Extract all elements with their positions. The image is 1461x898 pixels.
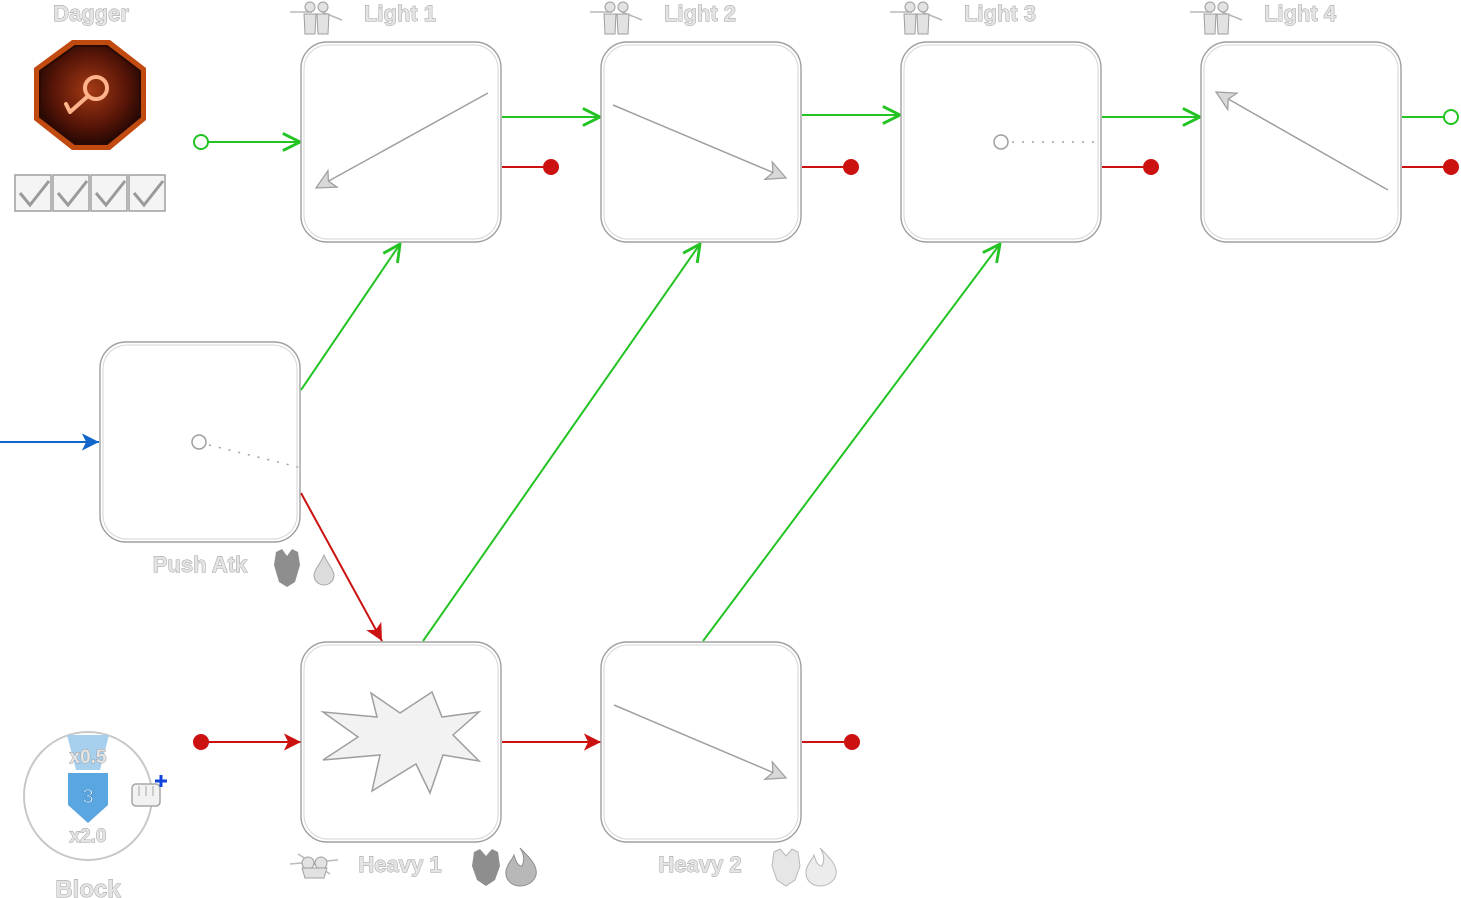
node-light1[interactable]: Light 1 xyxy=(290,1,502,243)
water-drop-icon xyxy=(313,553,335,586)
check-icon xyxy=(52,174,90,212)
check-icon xyxy=(90,174,128,212)
light2-label: Light 2 xyxy=(664,1,736,26)
node-heavy1[interactable]: Heavy 1 xyxy=(289,641,537,887)
arrow-down-right-icon xyxy=(612,104,788,181)
crossed-blades-icon xyxy=(289,853,339,879)
node-light3[interactable]: Light 3 xyxy=(890,1,1102,243)
light4-fail-end xyxy=(1443,159,1459,175)
light3-label: Light 3 xyxy=(964,1,1036,26)
node-light2[interactable]: Light 2 xyxy=(590,1,802,243)
fist-icon xyxy=(131,783,161,807)
light1-label: Light 1 xyxy=(364,1,436,26)
arrow-push-heavy1 xyxy=(300,492,383,642)
plus-icon xyxy=(155,775,167,787)
arrow-heavy1-light2 xyxy=(422,244,700,642)
connections xyxy=(0,109,1459,751)
fire-icon xyxy=(805,847,837,887)
dual-stance-icon xyxy=(590,1,643,35)
heavy2-label: Heavy 2 xyxy=(658,852,741,877)
node-light4[interactable]: Light 4 xyxy=(1190,1,1402,243)
light2-fail-end xyxy=(843,159,859,175)
hold-dotted-icon xyxy=(993,134,1098,150)
starburst-icon xyxy=(320,690,482,795)
light1-fail-end xyxy=(543,159,559,175)
light3-fail-end xyxy=(1143,159,1159,175)
light4-label: Light 4 xyxy=(1264,1,1337,26)
entry-success-node xyxy=(193,134,209,150)
armor-icon xyxy=(771,848,801,887)
light4-success-end xyxy=(1443,109,1459,125)
heavy1-label: Heavy 1 xyxy=(358,852,441,877)
fire-icon xyxy=(505,847,537,887)
arrow-up-left-icon xyxy=(1214,91,1389,191)
armor-icon xyxy=(274,549,300,587)
check-icon xyxy=(14,174,52,212)
dagger-weapon-icon xyxy=(34,40,146,150)
shield-icon xyxy=(68,773,108,823)
node-push[interactable]: Push Atk xyxy=(99,341,335,587)
block-bottom-mult: x2.0 xyxy=(70,826,107,847)
node-heavy2[interactable]: Heavy 2 xyxy=(600,641,837,887)
block-label: Block xyxy=(55,876,121,898)
weapon-name: Dagger xyxy=(53,1,129,26)
hold-dotted-icon xyxy=(191,434,299,468)
push-label: Push Atk xyxy=(153,552,248,577)
check-icon xyxy=(128,174,166,212)
weapon-panel: Dagger xyxy=(14,1,166,212)
block-panel: x0.5 3 x2.0 Block xyxy=(23,731,167,898)
arrow-heavy2-light3 xyxy=(702,244,1000,642)
light1-box[interactable] xyxy=(300,41,502,243)
heavy2-fail-end xyxy=(844,734,860,750)
block-value: 3 xyxy=(82,786,93,808)
dual-stance-icon xyxy=(290,1,343,35)
arrow-down-left-icon xyxy=(314,92,489,189)
block-top-mult: x0.5 xyxy=(70,747,107,768)
arrow-down-right-icon xyxy=(613,704,788,781)
arrow-push-light1 xyxy=(300,244,400,391)
check-row xyxy=(14,174,166,212)
light4-box[interactable] xyxy=(1200,41,1402,243)
shield-fan xyxy=(67,735,109,770)
dual-stance-icon xyxy=(890,1,943,35)
dual-stance-icon xyxy=(1190,1,1243,35)
armor-icon xyxy=(472,849,500,886)
entry-fail-node xyxy=(193,734,209,750)
